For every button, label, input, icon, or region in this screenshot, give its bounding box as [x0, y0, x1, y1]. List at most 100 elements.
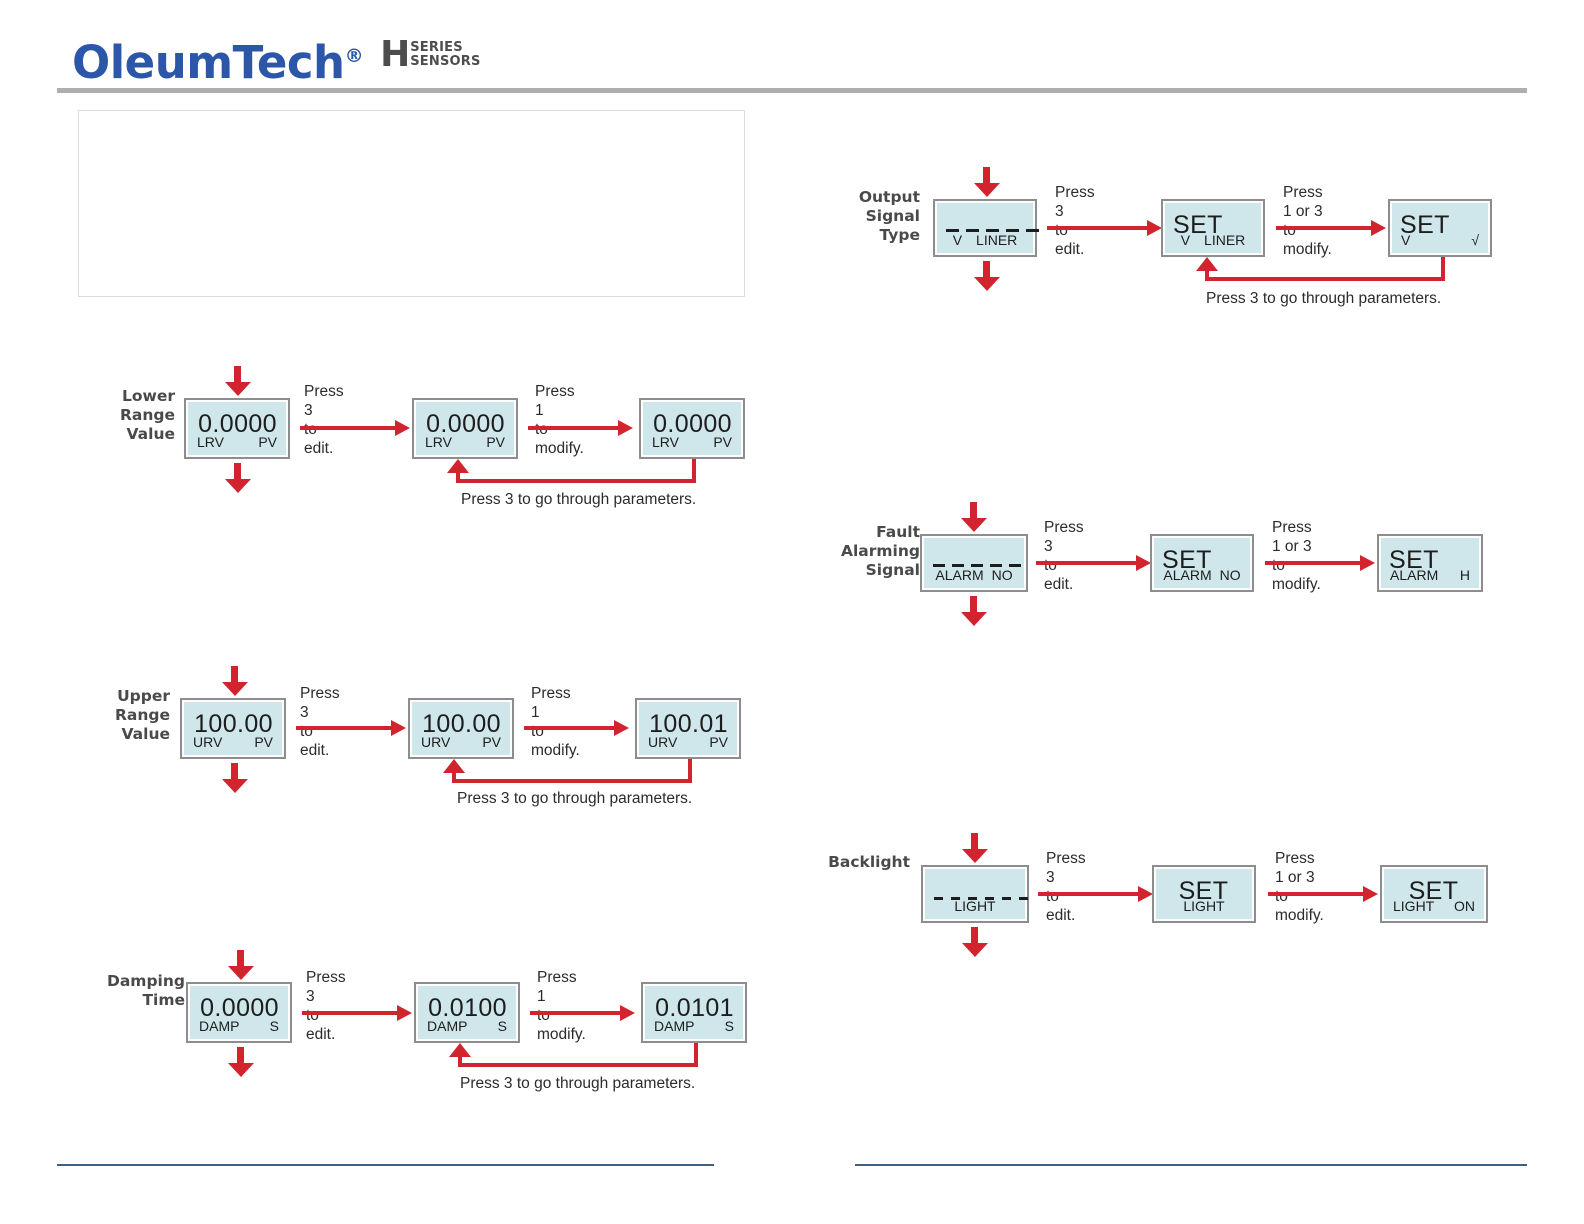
page-header: OleumTech® H SERIES SENSORS: [0, 0, 1584, 96]
lcd-value: 0.0100: [428, 994, 507, 1022]
lcd-blank-dashes: [946, 229, 1039, 232]
series-line-2: SENSORS: [410, 54, 481, 69]
lcd-label-right: PV: [258, 434, 277, 450]
lcd-panel: SET V LINER: [1161, 199, 1265, 257]
lcd-label-left: ALARM: [1163, 567, 1212, 583]
step-arrow-right-icon: [528, 420, 633, 436]
lcd-label-right: PV: [709, 734, 728, 750]
lcd-panel: V LINER: [933, 199, 1039, 257]
lcd-label-left: URV: [648, 734, 678, 750]
footer-divider-right: [855, 1164, 1527, 1166]
lcd-value: SET: [1162, 546, 1212, 574]
lcd-label-center: LIGHT: [954, 898, 996, 914]
enter-arrow-down-icon: [228, 950, 254, 980]
enter-arrow-down-icon: [222, 666, 248, 696]
lcd-blank-dashes: [934, 897, 1028, 900]
step-caption: Press 1 or 3 to modify.: [1275, 850, 1324, 924]
lcd-value: 0.0000: [653, 410, 732, 438]
lcd-label-left: LRV: [425, 434, 452, 450]
lcd-label-left: LRV: [197, 434, 224, 450]
lcd-label-left: ALARM: [1390, 567, 1439, 583]
lcd-panel: 0.0000 DAMP S: [186, 982, 292, 1043]
lcd-label-right: H: [1459, 567, 1470, 583]
flow-label-fault-alarming-signal: Fault Alarming Signal: [840, 523, 920, 579]
step-caption: Press 3 to edit.: [306, 969, 346, 1043]
step-arrow-right-icon: [296, 720, 406, 736]
step-arrow-right-icon: [1038, 886, 1153, 902]
lcd-label-right: S: [269, 1018, 279, 1034]
lcd-panel: 0.0100 DAMP S: [414, 982, 520, 1043]
exit-arrow-down-icon: [225, 463, 251, 493]
lcd-label-right: S: [497, 1018, 507, 1034]
lcd-label-left: DAMP: [199, 1018, 240, 1034]
lcd-value: SET: [1178, 877, 1229, 905]
lcd-value: 0.0000: [200, 994, 279, 1022]
lcd-label-right: PV: [254, 734, 273, 750]
flow-label-output-signal-type: Output Signal Type: [858, 188, 920, 244]
lcd-label-right: NO: [991, 567, 1013, 583]
brand-name: OleumTech: [72, 36, 345, 89]
loop-back-arrow-icon: [448, 1043, 698, 1075]
lcd-label-right: ON: [1454, 898, 1475, 914]
lcd-check-icon: √: [1471, 232, 1479, 248]
brand-wordmark: OleumTech®: [72, 34, 364, 85]
lcd-panel: SET LIGHT: [1152, 865, 1256, 923]
step-caption: Press 3 to edit.: [304, 383, 344, 457]
h-series-sensors-mark: H SERIES SENSORS: [380, 37, 480, 73]
lcd-panel: 100.00 URV PV: [180, 698, 286, 759]
footer-divider-left: [57, 1164, 714, 1166]
loop-caption: Press 3 to go through parameters.: [461, 491, 697, 508]
loop-back-arrow-icon: [442, 759, 692, 791]
loop-caption: Press 3 to go through parameters.: [457, 790, 693, 807]
exit-arrow-down-icon: [962, 927, 988, 957]
flow-label-lower-range-value: Lower Range Value: [119, 387, 175, 443]
lcd-blank-dashes: [933, 564, 1021, 567]
lcd-label-right: LINER: [976, 232, 1018, 248]
lcd-panel: SET LIGHT ON: [1380, 865, 1488, 923]
lcd-panel: ALARM NO: [920, 534, 1028, 592]
lcd-value: 100.00: [422, 710, 501, 738]
lcd-label-center: LIGHT: [1183, 898, 1225, 914]
lcd-label-left: DAMP: [654, 1018, 695, 1034]
lcd-label-left: DAMP: [427, 1018, 468, 1034]
step-caption: Press 3 to edit.: [300, 685, 340, 759]
lcd-label-right: S: [724, 1018, 734, 1034]
lcd-panel: 0.0101 DAMP S: [641, 982, 747, 1043]
registered-trademark-icon: ®: [344, 45, 364, 67]
lcd-value: 0.0000: [198, 410, 277, 438]
loop-caption: Press 3 to go through parameters.: [460, 1075, 696, 1092]
lcd-label-left: V: [952, 232, 963, 248]
exit-arrow-down-icon: [961, 596, 987, 626]
series-line-1: SERIES: [410, 40, 463, 55]
lcd-value: 0.0101: [655, 994, 734, 1022]
lcd-label-left: LRV: [652, 434, 679, 450]
enter-arrow-down-icon: [962, 833, 988, 863]
empty-content-box: [78, 110, 745, 297]
lcd-label-right: PV: [486, 434, 505, 450]
step-arrow-right-icon: [530, 1005, 635, 1021]
lcd-panel: 0.0000 LRV PV: [639, 398, 745, 459]
lcd-value: 100.01: [649, 710, 728, 738]
lcd-label-right: NO: [1219, 567, 1241, 583]
flow-label-backlight: Backlight: [828, 853, 910, 871]
step-caption: Press 3 to edit.: [1046, 850, 1086, 924]
lcd-panel: 100.01 URV PV: [635, 698, 741, 759]
lcd-panel: SET V √: [1388, 199, 1492, 257]
lcd-label-left: V: [1401, 232, 1411, 248]
step-arrow-right-icon: [302, 1005, 412, 1021]
step-arrow-right-icon: [1265, 555, 1375, 571]
oleumtech-logo: OleumTech® H SERIES SENSORS: [72, 34, 481, 86]
loop-caption: Press 3 to go through parameters.: [1206, 290, 1442, 307]
lcd-label-right: LINER: [1204, 232, 1246, 248]
lcd-label-left: LIGHT: [1393, 898, 1435, 914]
step-arrow-right-icon: [300, 420, 410, 436]
exit-arrow-down-icon: [228, 1047, 254, 1077]
lcd-value: 100.00: [194, 710, 273, 738]
exit-arrow-down-icon: [974, 261, 1000, 291]
step-arrow-right-icon: [524, 720, 629, 736]
step-arrow-right-icon: [1276, 220, 1386, 236]
lcd-label-left: V: [1180, 232, 1191, 248]
step-arrow-right-icon: [1036, 555, 1151, 571]
flow-label-damping-time: Damping Time: [106, 972, 185, 1009]
series-sensors-lines: SERIES SENSORS: [410, 41, 480, 69]
